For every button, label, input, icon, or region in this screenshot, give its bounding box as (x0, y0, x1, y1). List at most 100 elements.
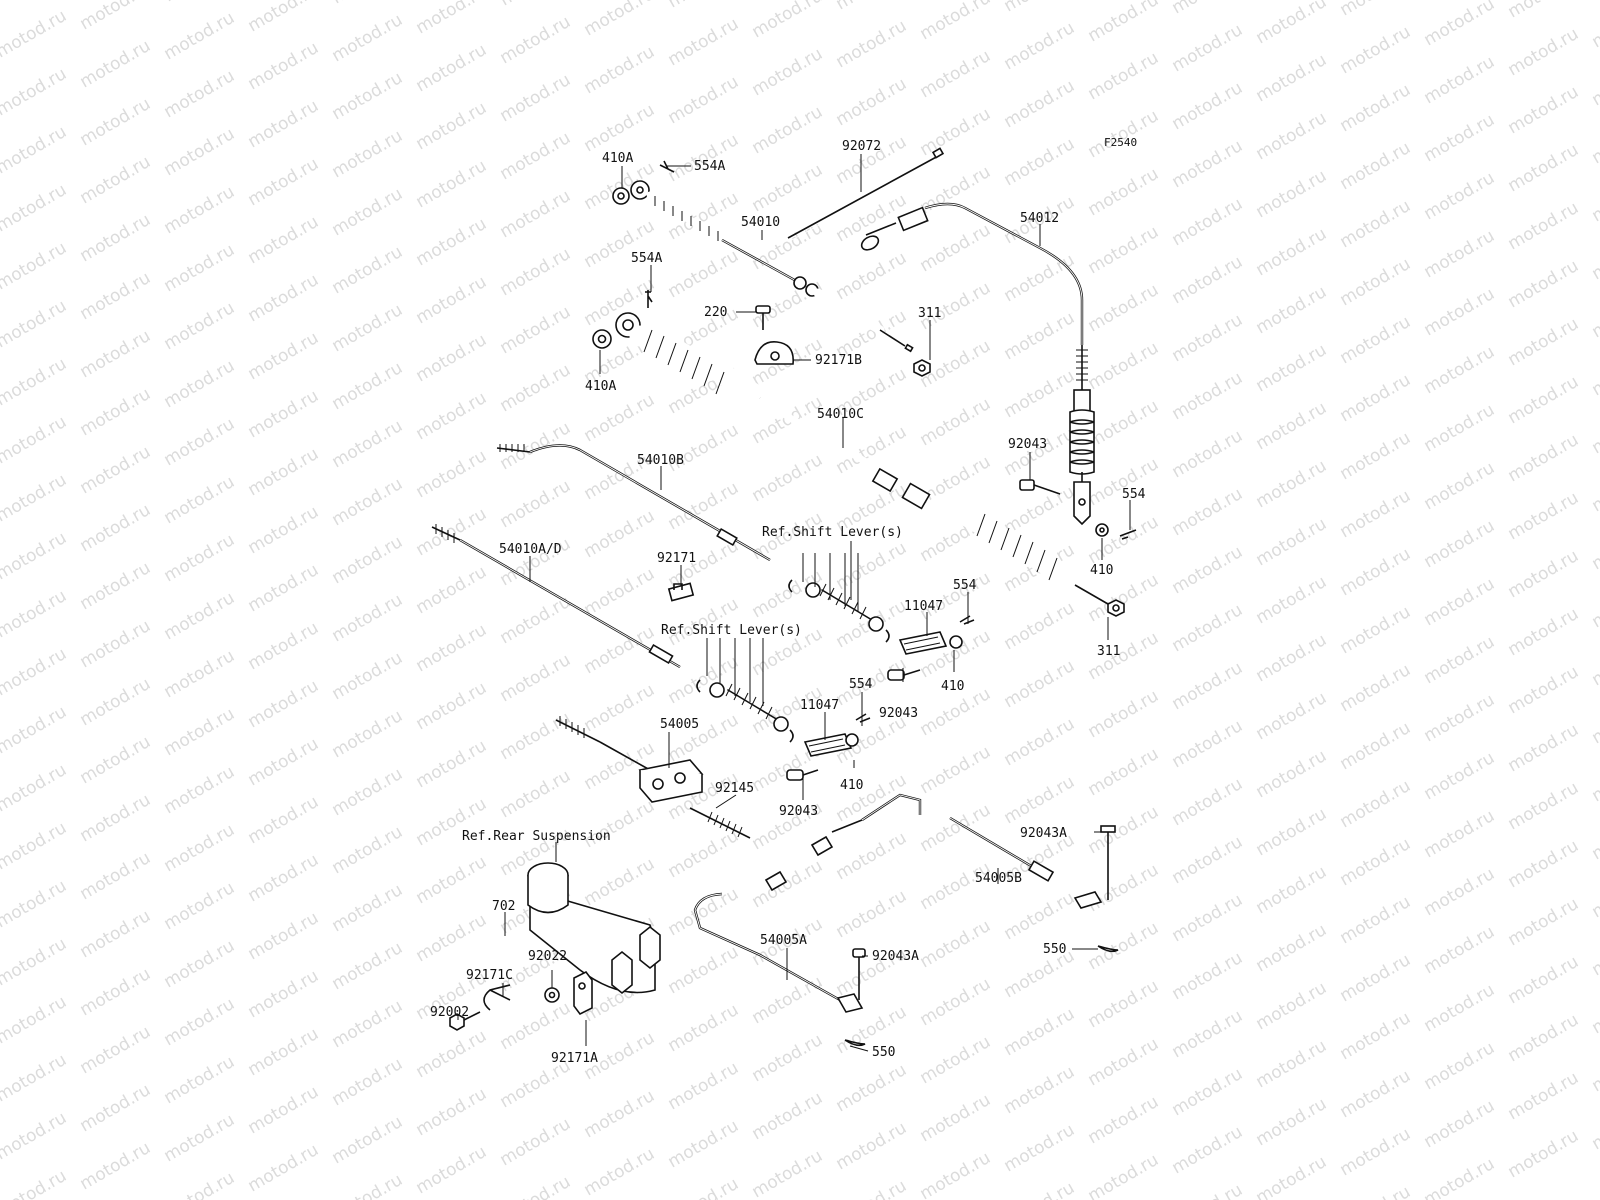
watermark-text: motod.ru (917, 220, 995, 276)
watermark-text: motod.ru (413, 40, 491, 96)
watermark-text: motod.ru (833, 538, 911, 594)
watermark-text: motod.ru (749, 1030, 827, 1086)
watermark-text: motod.ru (245, 444, 323, 500)
cotter-pin-554a-upper (659, 160, 675, 173)
watermark-text: motod.ru (497, 244, 575, 300)
watermark-text: motod.ru (1169, 542, 1247, 598)
cable-54005a (693, 870, 864, 1013)
watermark-text: motod.ru (1337, 544, 1415, 600)
watermark-text: motod.ru (1337, 776, 1415, 832)
watermark-text: motod.ru (581, 390, 659, 446)
watermark-text: motod.ru (329, 184, 407, 240)
watermark-text: motod.ru (1253, 920, 1331, 976)
watermark-text: motod.ru (161, 646, 239, 702)
watermark-text: motod.ru (497, 12, 575, 68)
watermark-text: motod.ru (77, 674, 155, 730)
bracket-92171a (573, 970, 593, 1016)
watermark-text: motod.ru (749, 0, 827, 42)
watermark-text: motod.ru (1085, 338, 1163, 394)
watermark-text: motod.ru (0, 180, 70, 236)
callout-label: 702 (492, 899, 515, 914)
watermark-text: motod.ru (1001, 0, 1079, 16)
callout-label: 92002 (430, 1005, 469, 1020)
watermark-text: motod.ru (665, 826, 743, 882)
watermark-text: motod.ru (161, 704, 239, 760)
watermark-text: motod.ru (665, 1058, 743, 1114)
watermark-text: motod.ru (1589, 750, 1600, 806)
watermark-text: motod.ru (0, 1108, 70, 1164)
watermark-text: motod.ru (1337, 254, 1415, 310)
callout-labels: 410A 554A 92072 54010 54012 554A 220 311… (430, 139, 1146, 1066)
watermark-text: motod.ru (1589, 1040, 1600, 1096)
watermark-text: motod.ru (1001, 598, 1079, 654)
bolt-220 (755, 305, 771, 330)
watermark-text: motod.ru (1085, 280, 1163, 336)
watermark-text: motod.ru (1001, 76, 1079, 132)
watermark-text: motod.ru (245, 1140, 323, 1196)
watermark-text: motod.ru (0, 528, 70, 584)
watermark-text: motod.ru (329, 822, 407, 878)
watermark-text: motod.ru (245, 850, 323, 906)
watermark-text: motod.ru (1337, 950, 1415, 1006)
watermark-text: motod.ru (749, 160, 827, 216)
watermark-text: motod.ru (1253, 456, 1331, 512)
watermark-text: motod.ru (1085, 860, 1163, 916)
watermark-text: motod.ru (1421, 1096, 1499, 1152)
watermark-text: motod.ru (77, 1080, 155, 1136)
watermark-text: motod.ru (1085, 976, 1163, 1032)
watermark-text: motod.ru (497, 998, 575, 1054)
watermark-text: motod.ru (329, 764, 407, 820)
watermark-text: motod.ru (1505, 256, 1583, 312)
watermark-text: motod.ru (1001, 1120, 1079, 1176)
watermark-text: motod.ru (329, 532, 407, 588)
cable-54005b (810, 793, 1103, 909)
watermark-text: motod.ru (833, 0, 911, 14)
watermark-text: motod.ru (245, 676, 323, 732)
watermark-text: motod.ru (77, 500, 155, 556)
watermark-text: motod.ru (1085, 164, 1163, 220)
watermark-text: motod.ru (0, 354, 70, 410)
watermark-text: motod.ru (1505, 1068, 1583, 1124)
watermark-text: motod.ru (917, 858, 995, 914)
watermark-text: motod.ru (917, 1090, 995, 1146)
watermark-text: motod.ru (413, 678, 491, 734)
watermark-text: motod.ru (1421, 632, 1499, 688)
watermark-text: motod.ru (1589, 54, 1600, 110)
watermark-text: motod.ru (329, 880, 407, 936)
watermark-text: motod.ru (161, 124, 239, 180)
watermark-text: motod.ru (1169, 600, 1247, 656)
watermark-text: motod.ru (245, 212, 323, 268)
watermark-text: motod.ru (917, 46, 995, 102)
watermark-text: motod.ru (1337, 80, 1415, 136)
callout-label: 554A (631, 251, 662, 266)
cable-54012 (860, 202, 1095, 526)
watermark-text: motod.ru (1337, 370, 1415, 426)
watermark-text: motod.ru (581, 100, 659, 156)
watermark-text: motod.ru (1253, 572, 1331, 628)
callout-label: 54005 (660, 717, 699, 732)
watermark-text: motod.ru (1337, 660, 1415, 716)
watermark-text: motod.ru (1589, 112, 1600, 168)
watermark-text: motod.ru (329, 938, 407, 994)
callout-label: 92171B (815, 353, 862, 368)
callout-label: 550 (1043, 942, 1066, 957)
watermark-text: motod.ru (0, 1166, 70, 1200)
callout-label: 410 (840, 778, 863, 793)
watermark-text: motod.ru (497, 70, 575, 126)
callout-label: 550 (872, 1045, 895, 1060)
washer-410a-lower (592, 329, 612, 349)
watermark-text: motod.ru (413, 214, 491, 270)
watermark-text: motod.ru (1505, 778, 1583, 834)
watermark-text: motod.ru (0, 470, 70, 526)
watermark-text: motod.ru (1085, 570, 1163, 626)
clip-92171 (667, 582, 695, 602)
watermark-text: motod.ru (329, 1112, 407, 1168)
watermark-text: motod.ru (1421, 168, 1499, 224)
watermark-text: motod.ru (1001, 772, 1079, 828)
callout-label: 92072 (842, 139, 881, 154)
watermark-text: motod.ru (77, 558, 155, 614)
watermark-text: motod.ru (1169, 1006, 1247, 1062)
callout-label: 92043 (879, 706, 918, 721)
watermark-text: motod.ru (833, 1176, 911, 1200)
watermark-text: motod.ru (245, 502, 323, 558)
